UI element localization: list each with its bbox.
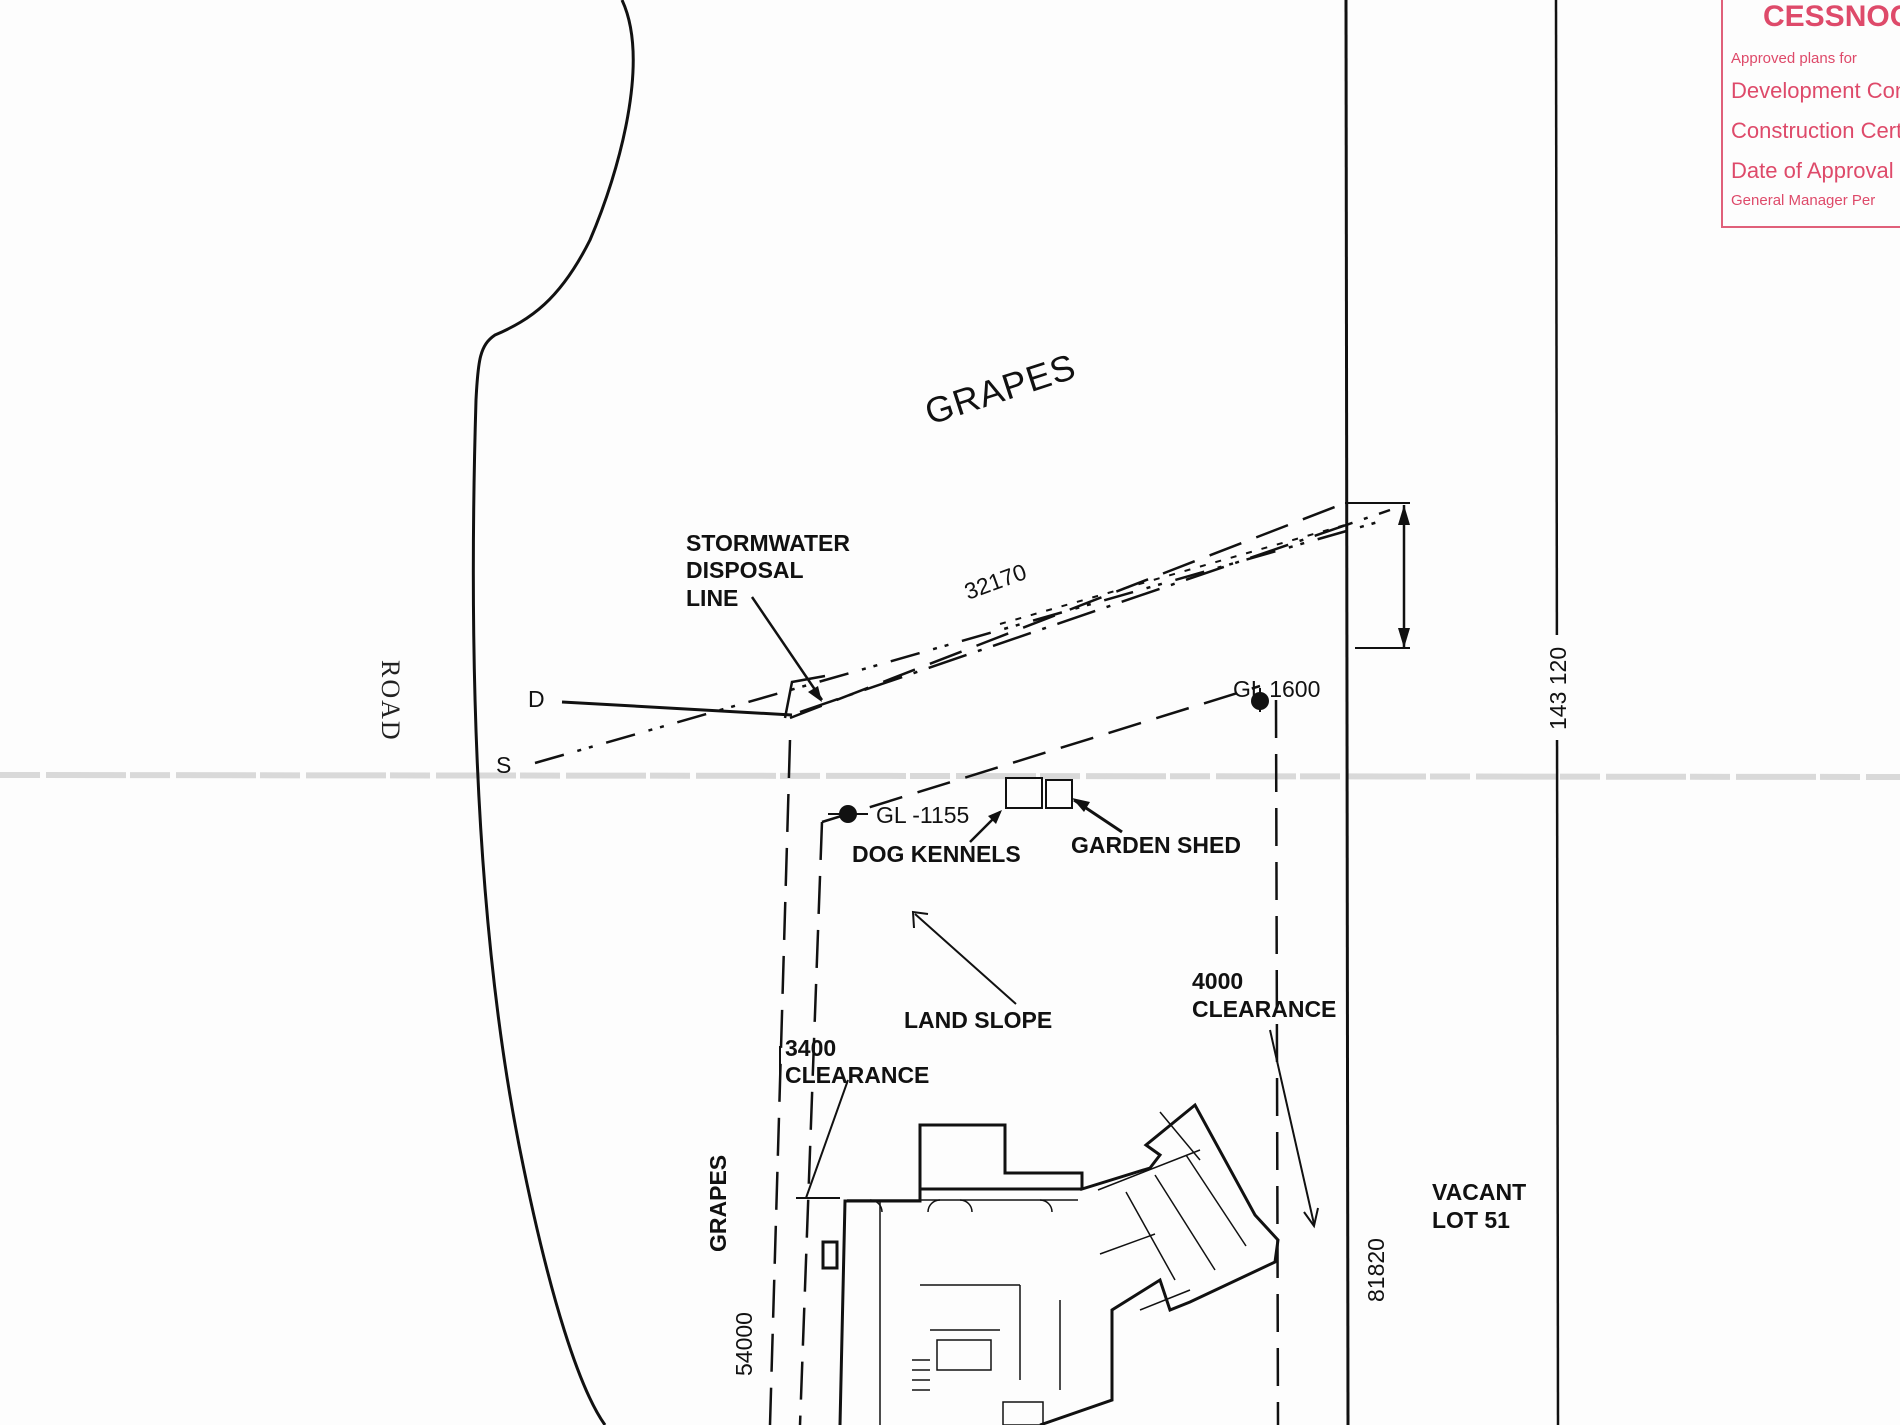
dim-32170-label: 32170	[961, 558, 1030, 604]
clearance-4000-arrow	[1269, 1029, 1315, 1225]
vacant-lot-line-2: LOT 51	[1432, 1207, 1510, 1233]
envelope-right-dash	[1274, 699, 1280, 1425]
dim-32170-line-c	[999, 524, 1346, 625]
stamp-construction-certificate: Construction Certificate	[1731, 118, 1900, 143]
garden-shed-arrowhead	[1072, 798, 1090, 812]
grapes-top-label: GRAPES	[920, 345, 1081, 432]
envelope-left-dash-1	[768, 739, 792, 1425]
stormwater-line-s	[534, 518, 1386, 765]
envelope-left-dash-2	[798, 821, 824, 1425]
clearance-4000-arrowhead	[1303, 1207, 1319, 1229]
paper-fold-line	[0, 772, 1900, 780]
dim-143120-label: 143 120	[1545, 647, 1571, 730]
dog-kennels-box	[1005, 777, 1043, 809]
stormwater-label-3: LINE	[686, 585, 738, 611]
road-label: ROAD	[376, 660, 405, 742]
stamp-date-of-approval: Date of Approval	[1731, 158, 1894, 183]
stamp-development-consent: Development Consent	[1731, 78, 1900, 103]
stamp-approved-plans: Approved plans for	[1731, 50, 1857, 67]
dim-54000-label: 54000	[731, 1312, 757, 1376]
clearance-4000-word: CLEARANCE	[1192, 996, 1336, 1022]
drain-line-d	[561, 700, 793, 717]
stormwater-leader-arrowhead	[808, 686, 822, 702]
vacant-lot-line-1: VACANT	[1432, 1179, 1526, 1205]
gl-1600-label: GL 1600	[1233, 676, 1320, 702]
stormwater-leader	[750, 596, 824, 701]
envelope-top-dash	[821, 684, 1261, 824]
dim-32170-line-b	[799, 508, 1391, 714]
boundary-line-east	[1344, 0, 1350, 1425]
gl-1155-label: GL -1155	[876, 802, 969, 828]
land-slope-arrowhead	[911, 910, 929, 929]
stormwater-disposal-end	[783, 674, 826, 719]
marker-s-label: S	[496, 752, 511, 778]
stamp-general-manager: General Manager Per	[1731, 192, 1876, 209]
dog-kennels-label: DOG KENNELS	[852, 841, 1021, 867]
dog-kennels-arrowhead	[988, 810, 1002, 824]
clearance-3400-word: CLEARANCE	[785, 1062, 929, 1088]
clearance-4000-value: 4000	[1192, 968, 1243, 994]
stormwater-label-2: DISPOSAL	[686, 557, 804, 583]
land-slope-arrow-line	[914, 913, 1017, 1005]
marker-d-label: D	[528, 686, 545, 712]
garden-shed-box	[1045, 779, 1073, 809]
dim-arrowhead-up	[1398, 505, 1410, 525]
council-approval-stamp: CESSNOCK Approved plans for Development …	[1721, 0, 1900, 228]
garden-shed-label: GARDEN SHED	[1071, 832, 1241, 858]
dim-arrowhead-down	[1398, 628, 1410, 648]
clearance-3400-arrow	[805, 1079, 849, 1199]
dim-81820-label: 81820	[1363, 1238, 1389, 1302]
land-slope-label: LAND SLOPE	[904, 1007, 1052, 1033]
stamp-title: CESSNOCK	[1763, 0, 1900, 33]
clearance-3400-value: 3400	[785, 1035, 836, 1061]
stormwater-label-1: STORMWATER	[686, 530, 850, 556]
property-boundary-curve	[471, 0, 635, 1425]
house-floor-plan	[821, 1102, 1280, 1425]
grapes-side-label: GRAPES	[705, 1155, 731, 1252]
